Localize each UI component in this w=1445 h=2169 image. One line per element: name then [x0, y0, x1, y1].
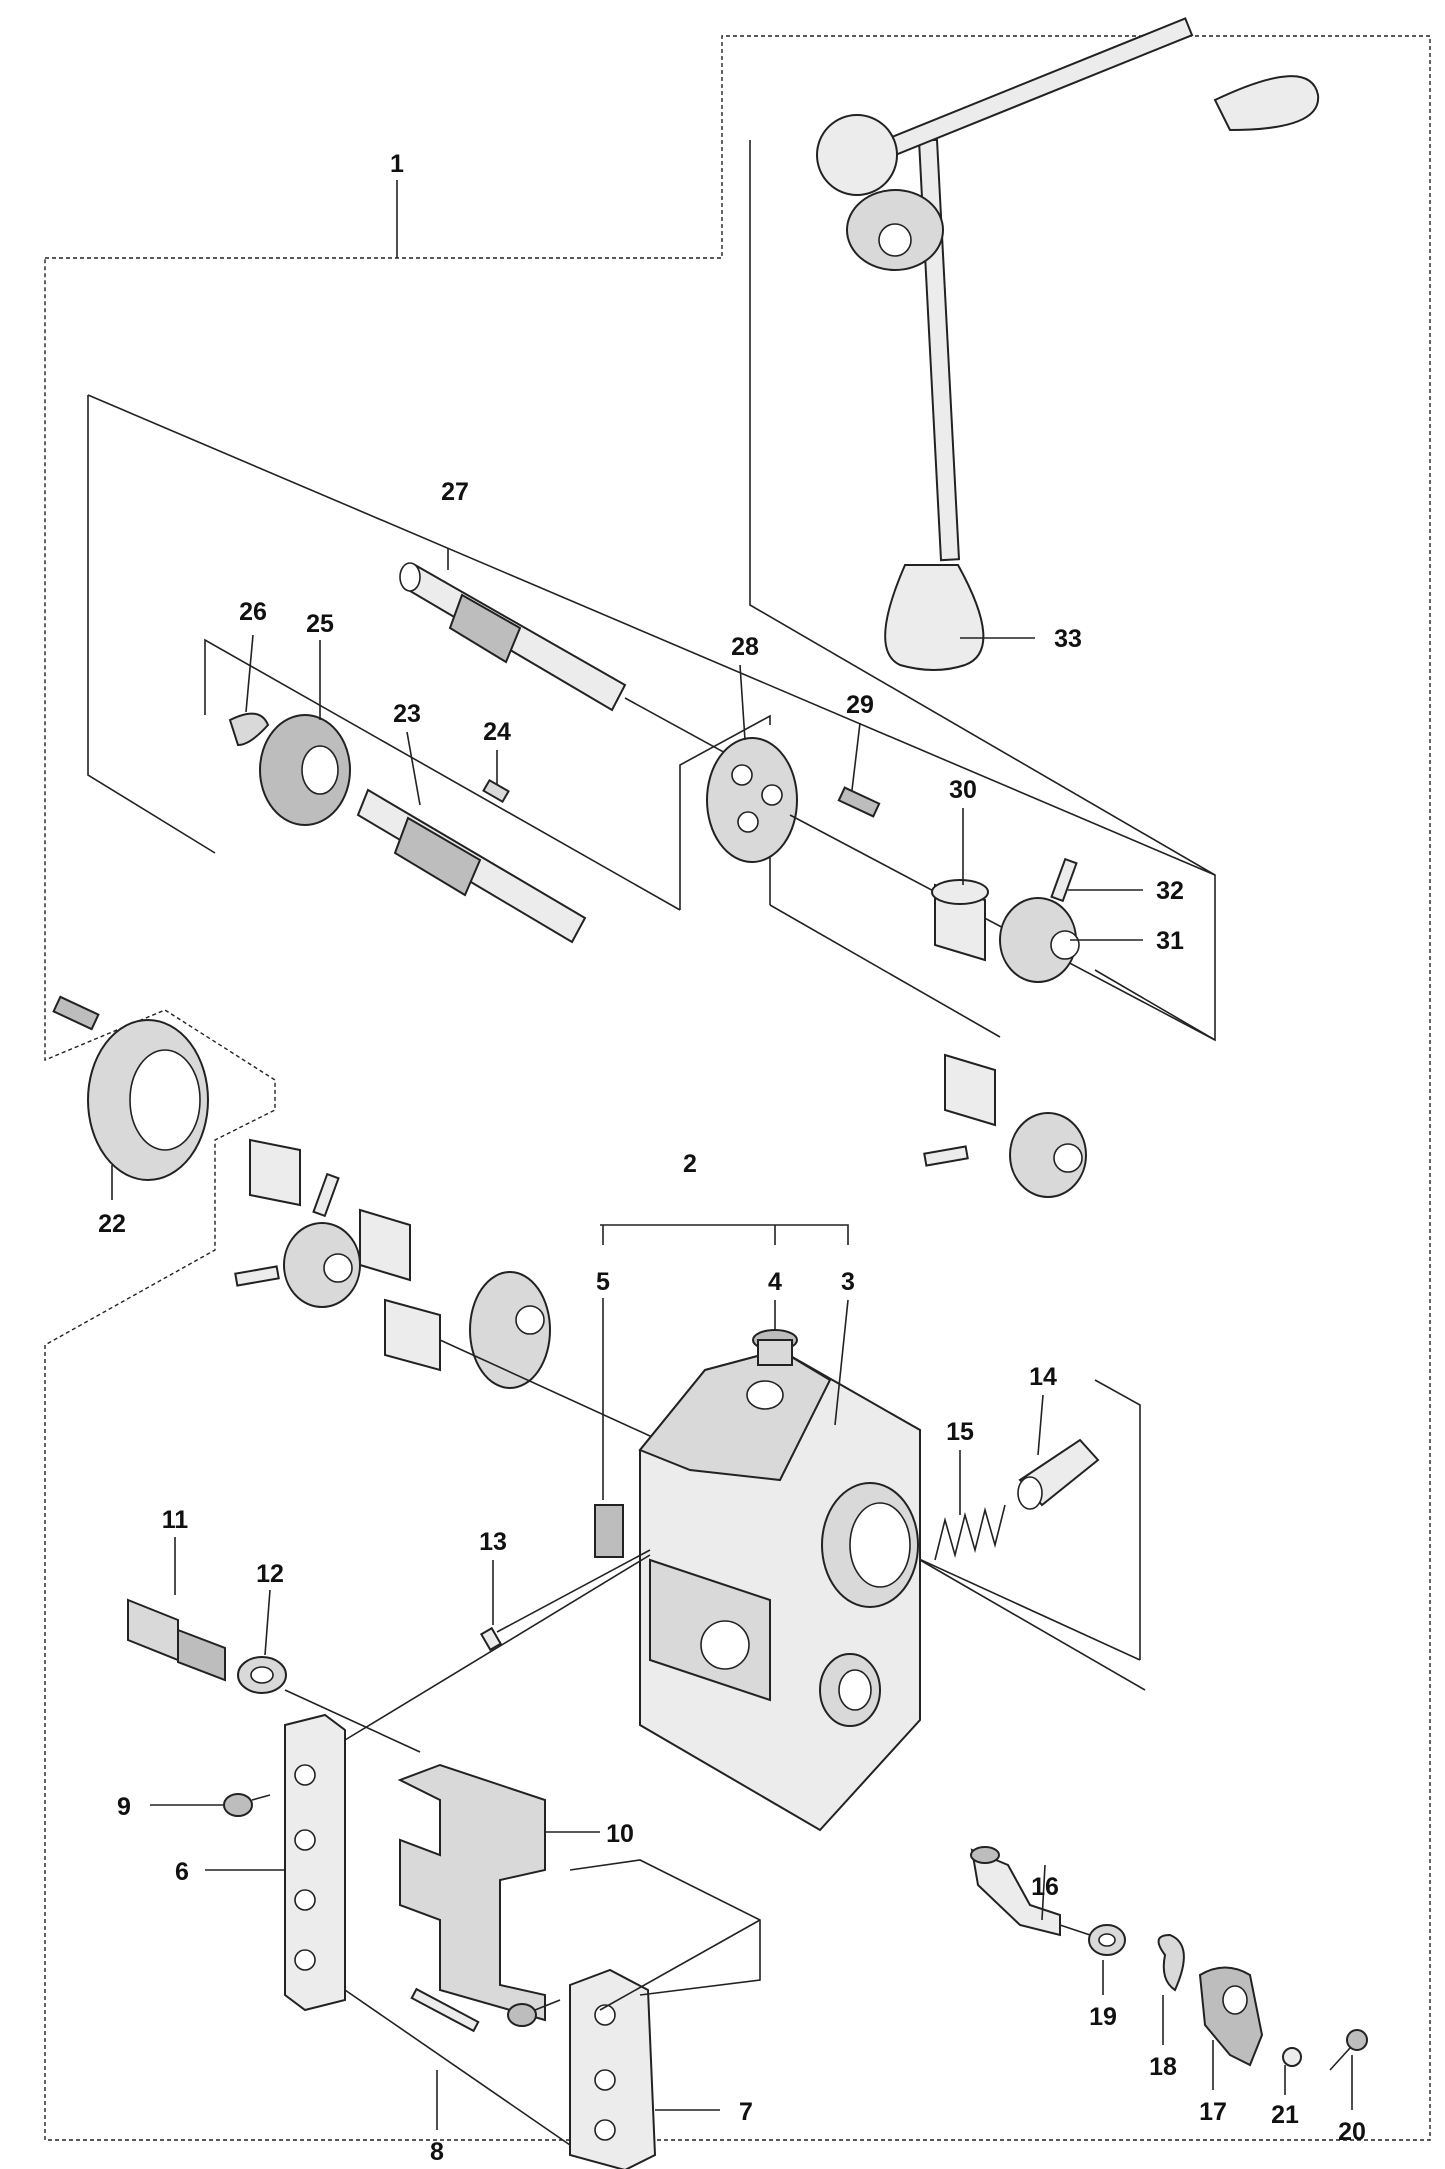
sleeve-30: [931, 879, 989, 962]
callout-6: 6: [175, 1858, 189, 1886]
callout-31: 31: [1156, 927, 1184, 955]
screw-20: [1329, 2029, 1368, 2071]
callout-25: 25: [306, 610, 334, 638]
callout-9: 9: [117, 1793, 131, 1821]
screw-lower: [507, 1999, 561, 2027]
callout-8: 8: [430, 2138, 444, 2166]
callout-17: 17: [1199, 2098, 1227, 2126]
callout-14: 14: [1029, 1363, 1057, 1391]
fitting-11: [127, 1598, 226, 1682]
gear-25: [228, 712, 351, 826]
callout-27: 27: [441, 478, 469, 506]
sleeves-middle: [234, 1053, 1141, 1661]
pin-13: [479, 1549, 651, 1652]
callout-labels: 1 2 3 4 5 6 7 8 9 10 11 12 13 14 15 16 1…: [98, 150, 1366, 2166]
callout-3: 3: [841, 1268, 855, 1296]
callout-1: 1: [390, 150, 404, 178]
nut-31: [999, 857, 1080, 983]
washer-19: [1088, 1924, 1126, 1956]
callout-5: 5: [596, 1268, 610, 1296]
callout-16: 16: [1031, 1873, 1059, 1901]
callout-28: 28: [731, 633, 759, 661]
callout-29: 29: [846, 691, 874, 719]
washer-12: [237, 1656, 421, 1753]
callout-21: 21: [1271, 2101, 1299, 2129]
leader-lines: [111, 548, 1353, 2130]
shaft-23: [356, 778, 587, 944]
bracket-10: [397, 1763, 546, 2022]
pin-16: [970, 1846, 1091, 1937]
ring-18: [1157, 1933, 1185, 1992]
callout-12: 12: [256, 1560, 284, 1588]
callout-19: 19: [1089, 2003, 1117, 2031]
spring-15: [934, 1504, 1006, 1561]
plate-7: [344, 1968, 657, 2169]
housing-22: [52, 995, 209, 1181]
callout-2: 2: [683, 1150, 697, 1178]
callout-30: 30: [949, 776, 977, 804]
pin-8: [410, 1987, 480, 2033]
callout-24: 24: [483, 718, 511, 746]
callout-26: 26: [239, 598, 267, 626]
callout-22: 22: [98, 1210, 126, 1238]
callout-32: 32: [1156, 877, 1184, 905]
main-housing-3: [638, 1348, 1146, 1832]
callout-33: 33: [1054, 625, 1082, 653]
knob-17: [1198, 1966, 1264, 2067]
callout-4: 4: [768, 1268, 782, 1296]
pin-14: [1017, 1438, 1100, 1510]
screw-9: [223, 1793, 271, 1817]
callout-23: 23: [393, 700, 421, 728]
callout-7: 7: [739, 2098, 753, 2126]
callout-11: 11: [162, 1506, 189, 1534]
callout-15: 15: [946, 1418, 974, 1446]
callout-13: 13: [479, 1528, 507, 1556]
shaft-27: [399, 562, 761, 773]
handle-assembly: [816, 17, 1320, 671]
washer-21: [1282, 2047, 1302, 2067]
assembly-1-boundary: [44, 35, 1431, 2141]
pad-5: [594, 1504, 624, 1558]
plate-6: [284, 1554, 651, 2012]
callout-10: 10: [606, 1820, 634, 1848]
callout-20: 20: [1338, 2118, 1366, 2146]
callout-18: 18: [1149, 2053, 1177, 2081]
plug-4: [752, 1329, 798, 1366]
